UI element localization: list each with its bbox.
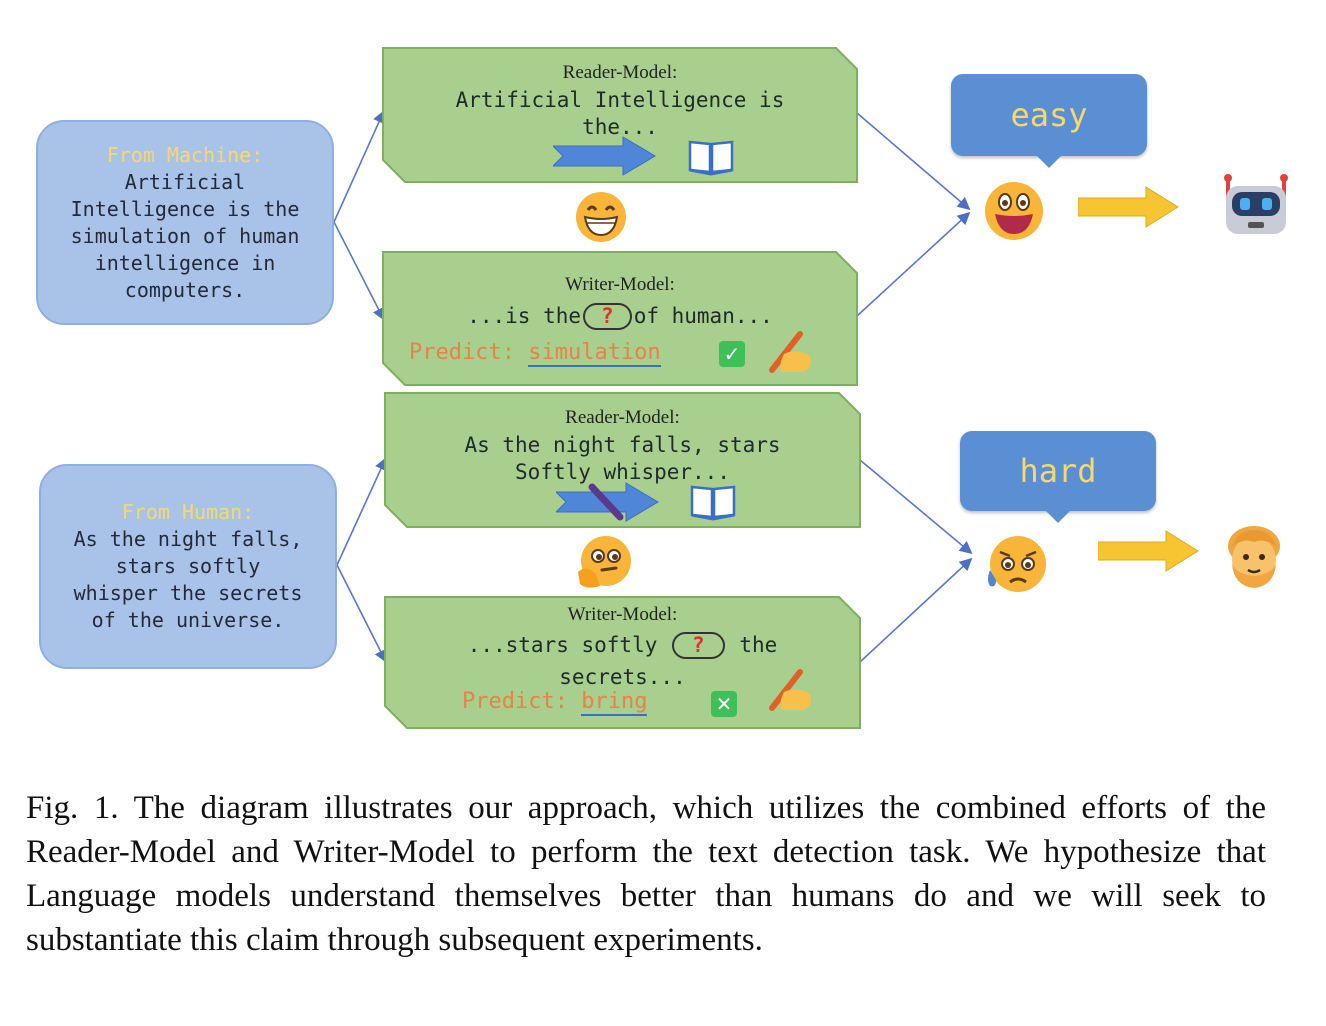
connector xyxy=(336,457,387,566)
worried-face-icon xyxy=(988,536,1046,592)
machine-source-box: From Machine: Artificial Intelligence is… xyxy=(36,120,334,325)
mask-token: ? xyxy=(672,632,725,659)
writer-title-machine: Writer-Model: xyxy=(565,274,675,295)
figure-caption: Fig. 1. The diagram illustrates our appr… xyxy=(26,790,1266,958)
grinning-face-icon xyxy=(576,192,626,242)
predict-label: Predict: xyxy=(409,340,515,365)
grinning-face-big-eyes-icon xyxy=(985,182,1043,240)
cross-icon: ✕ xyxy=(711,691,737,717)
connector xyxy=(859,459,973,555)
connector xyxy=(856,112,971,211)
source-line: intelligence in xyxy=(94,250,276,275)
source-line: of the universe. xyxy=(91,608,285,632)
source-line: Intelligence is the xyxy=(70,196,300,221)
writer-title-human: Writer-Model: xyxy=(567,604,678,625)
source-line: whisper the secrets xyxy=(73,581,303,605)
connector xyxy=(336,564,387,663)
connector xyxy=(333,110,385,223)
human-source-box: From Human: As the night falls, stars so… xyxy=(39,464,337,669)
predict-word: bring xyxy=(581,689,648,716)
source-line: simulation of human xyxy=(70,223,300,248)
writer-text: ...stars softly xyxy=(467,633,658,657)
book-icon xyxy=(690,485,736,521)
mask-token: ? xyxy=(583,303,632,330)
writer-text-human: ...stars softly ? the xyxy=(385,632,860,659)
reader-panel-human xyxy=(384,392,861,528)
source-line: Artificial xyxy=(124,169,246,194)
check-icon: ✓ xyxy=(719,341,745,367)
arrow-icon xyxy=(556,482,659,522)
difficulty-bubble-machine: easy xyxy=(951,74,1147,168)
reader-panel-machine xyxy=(382,47,858,183)
connector xyxy=(856,211,971,317)
reader-line: Artificial Intelligence is xyxy=(455,88,785,112)
writing-hand-icon xyxy=(769,669,811,711)
predict-label: Predict: xyxy=(462,689,568,714)
writer-panel-human xyxy=(384,596,861,729)
machine-source-tag: From Machine: xyxy=(106,142,264,167)
human-source-tag: From Human: xyxy=(121,500,255,524)
writer-text: the xyxy=(739,633,778,657)
writer-text: of human... xyxy=(633,304,773,328)
reader-line: the... xyxy=(582,115,658,139)
yellow-arrow-icon xyxy=(1098,530,1199,572)
connector-lines xyxy=(333,47,973,729)
connector xyxy=(859,557,973,663)
book-icon xyxy=(688,140,734,176)
thinking-face-icon xyxy=(578,536,631,588)
predict-machine: Predict: simulation xyxy=(409,340,661,367)
writing-hand-icon xyxy=(769,331,811,373)
source-line: As the night falls, xyxy=(73,527,303,551)
writer-text-human-line2: secrets... xyxy=(559,665,686,689)
source-line: stars softly xyxy=(115,554,261,578)
reader-title-machine: Reader-Model: xyxy=(562,62,678,83)
predict-human: Predict: bring xyxy=(462,689,648,716)
reader-text-machine: Artificial Intelligence is the... xyxy=(383,87,857,141)
writer-text-machine: ...is the?of human... xyxy=(383,303,857,330)
reader-title-human: Reader-Model: xyxy=(565,407,680,428)
connector xyxy=(333,221,385,321)
yellow-arrow-icon xyxy=(1078,186,1179,228)
source-line: computers. xyxy=(124,277,246,302)
predict-word: simulation xyxy=(528,340,661,367)
reader-line: As the night falls, stars xyxy=(464,433,781,457)
person-face-icon xyxy=(1228,526,1280,588)
arrow-icon xyxy=(553,136,656,176)
difficulty-bubble-human: hard xyxy=(960,431,1156,523)
reader-line: Softly whisper... xyxy=(515,460,730,484)
reader-text-human: As the night falls, stars Softly whisper… xyxy=(385,432,860,486)
writer-text: ...is the xyxy=(467,304,582,328)
robot-icon xyxy=(1224,174,1288,234)
